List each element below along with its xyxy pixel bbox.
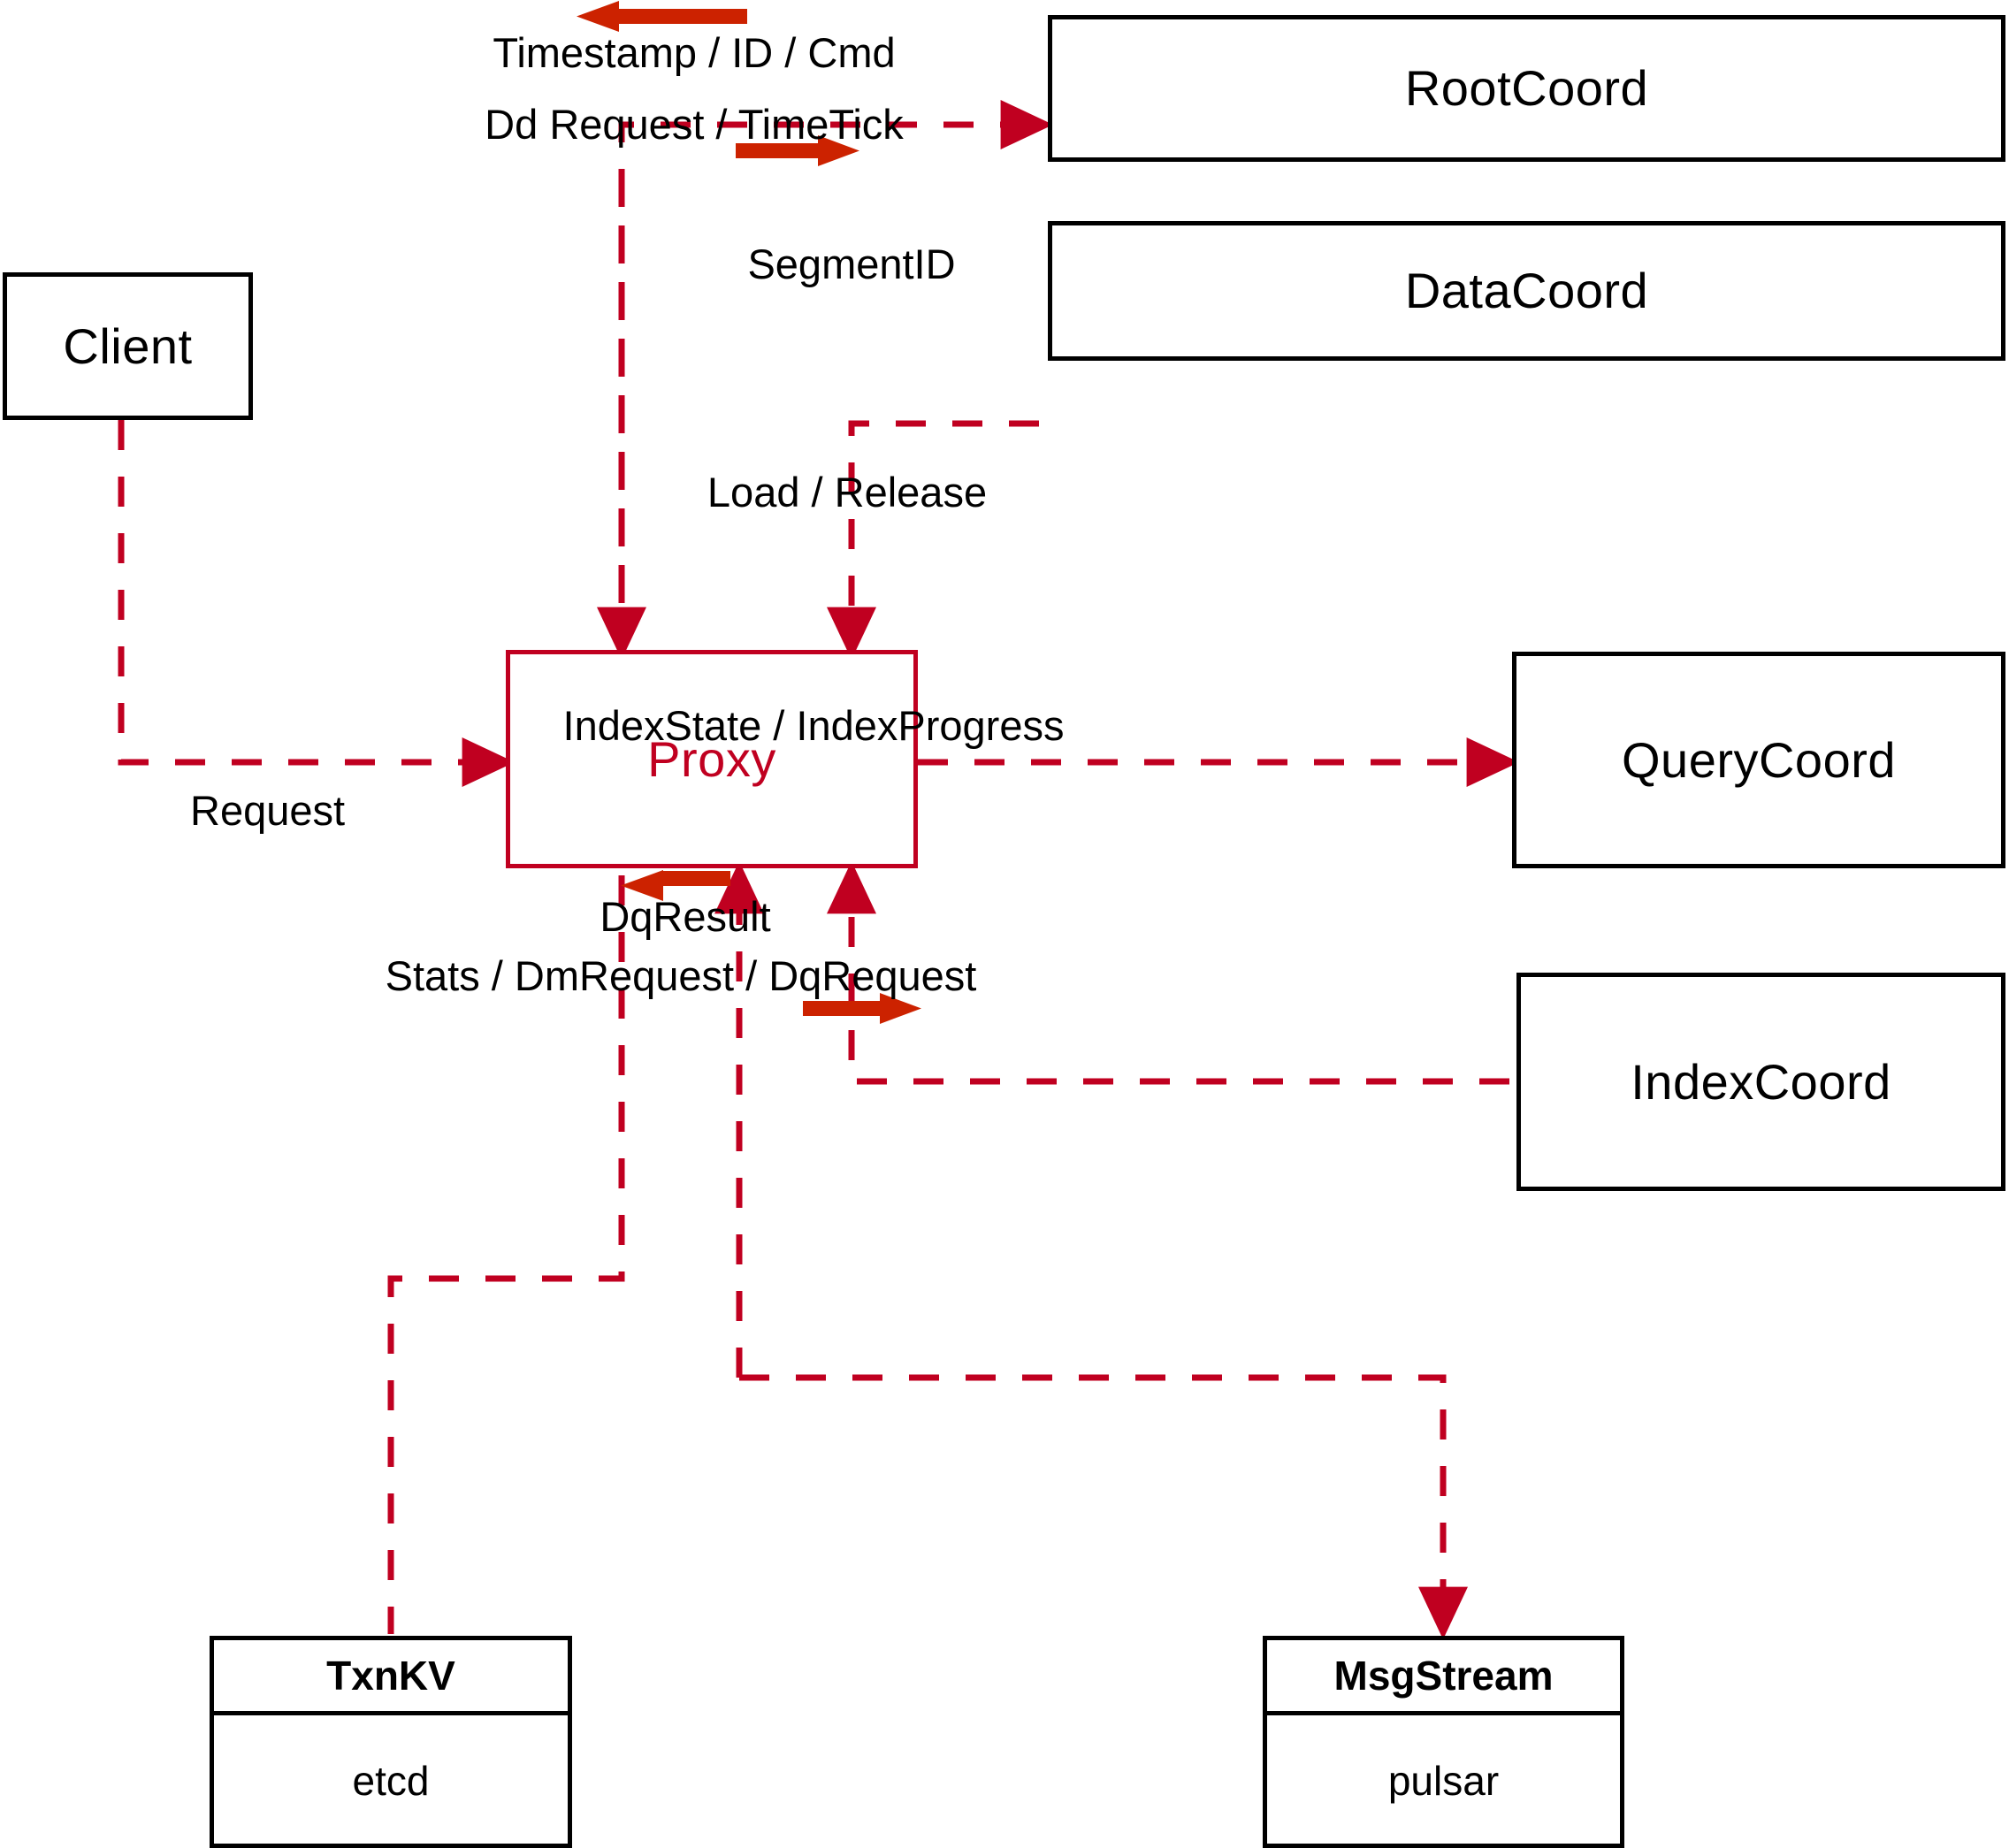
node-msgstream-body: pulsar — [1267, 1715, 1620, 1846]
edge-proxy-txnkv — [387, 875, 625, 1634]
direction-arrow-stats-right — [803, 993, 921, 1024]
node-msgstream[interactable]: MsgStream pulsar — [1263, 1636, 1624, 1848]
node-txnkv-body: etcd — [214, 1715, 568, 1846]
edge-index-state-progress — [827, 860, 1509, 1085]
edge-label-dq-result: DqResult — [600, 893, 771, 940]
node-querycoord-label: QueryCoord — [1621, 731, 1897, 788]
node-txnkv[interactable]: TxnKV etcd — [210, 1636, 572, 1848]
node-datacoord[interactable]: DataCoord — [1048, 221, 2005, 361]
edge-segment-id — [827, 420, 1039, 661]
node-querycoord[interactable]: QueryCoord — [1512, 652, 2005, 868]
edge-label-dd-request-timetick: Dd Request / TimeTick — [485, 101, 904, 148]
edge-label-stats-dm-dq-request: Stats / DmRequest / DqRequest — [385, 952, 977, 999]
node-txnkv-title: TxnKV — [326, 1653, 455, 1699]
node-client-label: Client — [63, 317, 193, 374]
edge-label-request: Request — [190, 787, 346, 834]
node-datacoord-label: DataCoord — [1404, 263, 1649, 319]
edge-request — [118, 420, 516, 787]
edge-stats-dm-dq-request — [739, 1374, 1468, 1640]
direction-arrow-ddrequest-right — [736, 135, 859, 166]
node-msgstream-title: MsgStream — [1333, 1653, 1554, 1699]
edge-label-load-release: Load / Release — [707, 469, 988, 515]
direction-arrow-timestamp-left — [577, 1, 747, 32]
node-txnkv-header: TxnKV — [214, 1640, 568, 1715]
node-rootcoord[interactable]: RootCoord — [1048, 15, 2005, 162]
node-proxy-label: Proxy — [647, 730, 776, 787]
node-indexcoord[interactable]: IndexCoord — [1516, 973, 2005, 1191]
direction-arrow-dqresult-left — [621, 870, 730, 901]
edge-dd-request-timetick — [618, 100, 1054, 652]
node-indexcoord-label: IndexCoord — [1631, 1053, 1891, 1110]
edge-label-segment-id: SegmentID — [747, 241, 956, 287]
edge-label-index-state-progress: IndexState / IndexProgress — [562, 702, 1065, 749]
node-rootcoord-label: RootCoord — [1404, 60, 1649, 117]
node-msgstream-impl: pulsar — [1387, 1758, 1500, 1804]
node-client[interactable]: Client — [3, 272, 253, 420]
node-txnkv-impl: etcd — [352, 1758, 430, 1804]
node-proxy[interactable]: Proxy — [506, 650, 918, 868]
node-msgstream-header: MsgStream — [1267, 1640, 1620, 1715]
direction-arrow-group — [577, 1, 921, 1024]
edge-label-timestamp-id-cmd: Timestamp / ID / Cmd — [493, 29, 896, 76]
